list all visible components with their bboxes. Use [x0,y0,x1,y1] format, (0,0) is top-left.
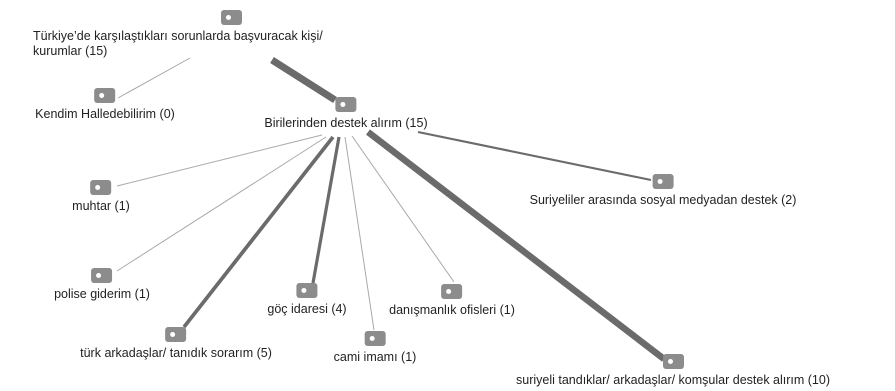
edge-muhtar [116,134,323,187]
node-root[interactable]: Türkiye’de karşılaştıkları sorunlarda ba… [33,10,323,59]
node-suriyeli-tanidiklar[interactable]: suriyeli tandıklar/ arkadaşlar/ komşular… [516,354,830,388]
node-label: Birilerinden destek alırım (15) [264,116,428,130]
node-muhtar[interactable]: muhtar (1) [72,180,130,214]
edge-goc [311,136,341,284]
tag-icon [662,354,684,369]
node-label: cami imamı (1) [333,350,417,364]
node-cami-imami[interactable]: cami imamı (1) [333,331,417,365]
edge-suriyeli [366,129,666,362]
edge-turk [182,135,335,329]
node-birilerinden-destek[interactable]: Birilerinden destek alırım (15) [264,97,428,131]
tag-icon [90,180,112,195]
edge-sosyal-medya [417,130,652,182]
node-label: göç idaresi (4) [267,302,347,316]
edge-root-birilerinden [270,57,337,103]
tag-icon [91,268,113,283]
node-label: Suriyeliler arasında sosyal medyadan des… [529,193,797,207]
node-turk-arkadaslar[interactable]: türk arkadaşlar/ tanıdık sorarım (5) [80,327,272,361]
node-polise-giderim[interactable]: polise giderim (1) [54,268,150,302]
edge-cami [344,136,375,331]
edge-danismanlik [351,135,455,283]
tag-icon [296,283,318,298]
node-danismanlik-ofisleri[interactable]: danışmanlık ofisleri (1) [389,284,515,318]
tag-icon [94,88,116,103]
tag-icon [221,10,242,25]
node-label: türk arkadaşlar/ tanıdık sorarım (5) [80,346,272,360]
node-goc-idaresi[interactable]: göç idaresi (4) [267,283,347,317]
node-label: polise giderim (1) [54,287,150,301]
edge-polise [116,136,327,272]
tag-icon [441,284,463,299]
tag-icon [652,174,674,189]
node-label: suriyeli tandıklar/ arkadaşlar/ komşular… [515,373,831,387]
node-root-label: Türkiye’de karşılaştıkları sorunlarda ba… [33,29,323,58]
tag-icon [364,331,386,346]
node-label: muhtar (1) [72,199,130,213]
tag-icon [165,327,187,342]
edge-root-kendim [117,57,191,99]
tag-icon [335,97,357,112]
node-suriyeliler-sosyal-medya[interactable]: Suriyeliler arasında sosyal medyadan des… [529,174,797,208]
node-kendim-halledebilirim[interactable]: Kendim Halledebilirim (0) [35,88,175,122]
node-label: danışmanlık ofisleri (1) [389,303,515,317]
node-label: Kendim Halledebilirim (0) [35,107,175,121]
